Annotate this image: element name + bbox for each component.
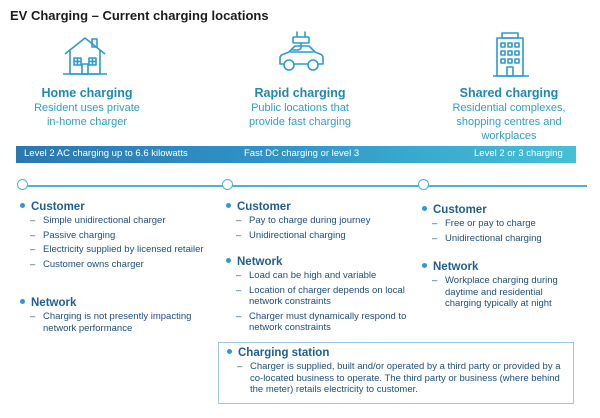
- col-desc-home: Resident uses private in-home charger: [18, 101, 156, 129]
- list-item: Unidirectional charging: [432, 233, 592, 245]
- timeline-line: [27, 185, 587, 187]
- station-list: Charger is supplied, built and/or operat…: [237, 361, 567, 399]
- page-title: EV Charging – Current charging locations: [10, 8, 269, 23]
- shared-network-list: Workplace charging during daytime and re…: [432, 275, 564, 313]
- list-item: Charging is not presently impacting netw…: [30, 311, 215, 334]
- car-charging-icon: [276, 30, 326, 76]
- band-label-level2: Level 2 AC charging up to 6.6 kilowatts: [24, 148, 188, 159]
- list-item: Charger is supplied, built and/or operat…: [237, 361, 567, 396]
- col-title-shared: Shared charging: [459, 86, 559, 100]
- col-title-rapid: Rapid charging: [254, 86, 346, 100]
- col-desc-line: Public locations that: [251, 102, 349, 114]
- shared-customer-list: Free or pay to charge Unidirectional cha…: [432, 218, 592, 247]
- bullet-dot: [20, 203, 25, 209]
- list-item: Customer owns charger: [30, 259, 210, 271]
- bullet-dot: [226, 258, 231, 264]
- col-desc-line: workplaces: [481, 130, 537, 142]
- bullet-dot: [20, 299, 25, 305]
- list-item: Load can be high and variable: [236, 270, 411, 282]
- list-item: Charger must dynamically respond to netw…: [236, 311, 411, 334]
- col-desc-line: provide fast charging: [248, 116, 352, 128]
- col-desc-line: Resident uses private: [34, 102, 140, 114]
- list-item: Location of charger depends on local net…: [236, 285, 411, 308]
- col-desc-shared: Residential complexes, shopping centres …: [434, 101, 584, 143]
- home-network-title: Network: [20, 297, 76, 309]
- bullet-dot: [422, 263, 427, 269]
- list-item: Simple unidirectional charger: [30, 215, 210, 227]
- bullet-dot: [422, 206, 427, 212]
- shared-customer-title-text: Customer: [433, 204, 487, 216]
- bullet-dot: [227, 349, 232, 355]
- building-icon: [492, 32, 530, 78]
- timeline-node-rapid: [222, 179, 233, 190]
- shared-network-title-text: Network: [433, 261, 479, 273]
- home-network-title-text: Network: [31, 297, 77, 309]
- col-title-home: Home charging: [41, 86, 133, 100]
- rapid-customer-list: Pay to charge during journey Unidirectio…: [236, 215, 416, 244]
- timeline-node-shared: [418, 179, 429, 190]
- station-title: Charging station: [227, 347, 329, 359]
- house-icon: [62, 34, 108, 76]
- rapid-network-title: Network: [226, 256, 282, 268]
- col-desc-line: shopping centres and: [456, 116, 562, 128]
- rapid-network-title-text: Network: [237, 256, 283, 268]
- home-customer-title-text: Customer: [31, 201, 85, 213]
- bullet-dot: [226, 203, 231, 209]
- band-label-level2-3: Level 2 or 3 charging: [474, 148, 563, 159]
- shared-network-title: Network: [422, 261, 478, 273]
- list-item: Passive charging: [30, 230, 210, 242]
- timeline-node-home: [17, 179, 28, 190]
- col-desc-rapid: Public locations that provide fast charg…: [228, 101, 372, 129]
- list-item: Unidirectional charging: [236, 230, 416, 242]
- list-item: Electricity supplied by licensed retaile…: [30, 244, 210, 256]
- band-label-fast-dc: Fast DC charging or level 3: [244, 148, 360, 159]
- col-desc-line: Residential complexes,: [452, 102, 566, 114]
- list-item: Workplace charging during daytime and re…: [432, 275, 564, 310]
- charging-station-box: Charging station Charger is supplied, bu…: [218, 342, 574, 404]
- list-item: Pay to charge during journey: [236, 215, 416, 227]
- home-customer-list: Simple unidirectional charger Passive ch…: [30, 215, 210, 273]
- rapid-network-list: Load can be high and variable Location o…: [236, 270, 411, 337]
- rapid-customer-title: Customer: [226, 201, 291, 213]
- shared-customer-title: Customer: [422, 204, 487, 216]
- charging-level-band: Level 2 AC charging up to 6.6 kilowatts …: [16, 146, 576, 163]
- col-desc-line: in-home charger: [46, 116, 128, 128]
- home-customer-title: Customer: [20, 201, 85, 213]
- station-title-text: Charging station: [238, 347, 330, 359]
- home-network-list: Charging is not presently impacting netw…: [30, 311, 215, 337]
- list-item: Free or pay to charge: [432, 218, 592, 230]
- rapid-customer-title-text: Customer: [237, 201, 291, 213]
